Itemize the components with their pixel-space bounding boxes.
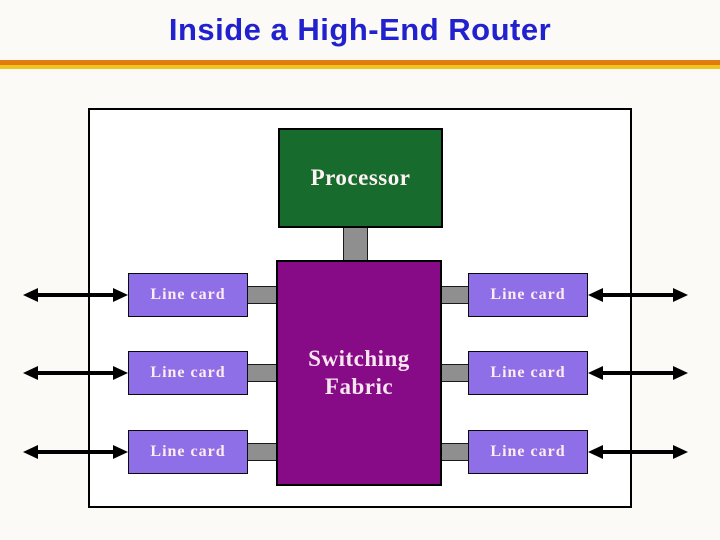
arrow-shaft bbox=[32, 293, 119, 297]
line-card-left-1: Line card bbox=[128, 273, 248, 317]
slide-title: Inside a High-End Router bbox=[168, 12, 552, 47]
divider-orange-bar bbox=[0, 60, 720, 65]
line-card-right-2: Line card bbox=[468, 351, 588, 395]
line-card-label: Line card bbox=[150, 364, 226, 381]
processor-label: Processor bbox=[310, 165, 411, 190]
arrow-shaft bbox=[32, 371, 119, 375]
fabric-connector-left-3 bbox=[246, 443, 278, 461]
line-card-label: Line card bbox=[490, 286, 566, 303]
line-card-label: Line card bbox=[150, 286, 226, 303]
fabric-connector-right-2 bbox=[440, 364, 470, 382]
arrow-head-left-icon bbox=[23, 288, 38, 302]
arrow-head-left-icon bbox=[23, 445, 38, 459]
line-card-label: Line card bbox=[490, 443, 566, 460]
arrow-head-right-icon bbox=[673, 445, 688, 459]
arrow-head-right-icon bbox=[113, 445, 128, 459]
arrow-head-right-icon bbox=[673, 366, 688, 380]
arrow-shaft bbox=[597, 293, 679, 297]
arrow-head-right-icon bbox=[113, 288, 128, 302]
line-card-left-2: Line card bbox=[128, 351, 248, 395]
fabric-connector-left-1 bbox=[246, 286, 278, 304]
line-card-right-1: Line card bbox=[468, 273, 588, 317]
line-card-left-3: Line card bbox=[128, 430, 248, 474]
arrow-head-left-icon bbox=[588, 366, 603, 380]
fabric-connector-right-3 bbox=[440, 443, 470, 461]
arrow-head-left-icon bbox=[588, 445, 603, 459]
arrow-head-left-icon bbox=[23, 366, 38, 380]
line-card-right-3: Line card bbox=[468, 430, 588, 474]
line-card-label: Line card bbox=[490, 364, 566, 381]
arrow-shaft bbox=[32, 450, 119, 454]
processor-fabric-connector bbox=[343, 227, 368, 263]
arrow-head-right-icon bbox=[113, 366, 128, 380]
switching-fabric-box: Switching Fabric bbox=[276, 260, 442, 486]
line-card-label: Line card bbox=[150, 443, 226, 460]
processor-box: Processor bbox=[278, 128, 443, 228]
divider-gold-bar bbox=[0, 65, 720, 69]
fabric-connector-left-2 bbox=[246, 364, 278, 382]
fabric-connector-right-1 bbox=[440, 286, 470, 304]
arrow-shaft bbox=[597, 450, 679, 454]
arrow-shaft bbox=[597, 371, 679, 375]
arrow-head-left-icon bbox=[588, 288, 603, 302]
arrow-head-right-icon bbox=[673, 288, 688, 302]
switching-fabric-label: Switching Fabric bbox=[308, 346, 410, 399]
